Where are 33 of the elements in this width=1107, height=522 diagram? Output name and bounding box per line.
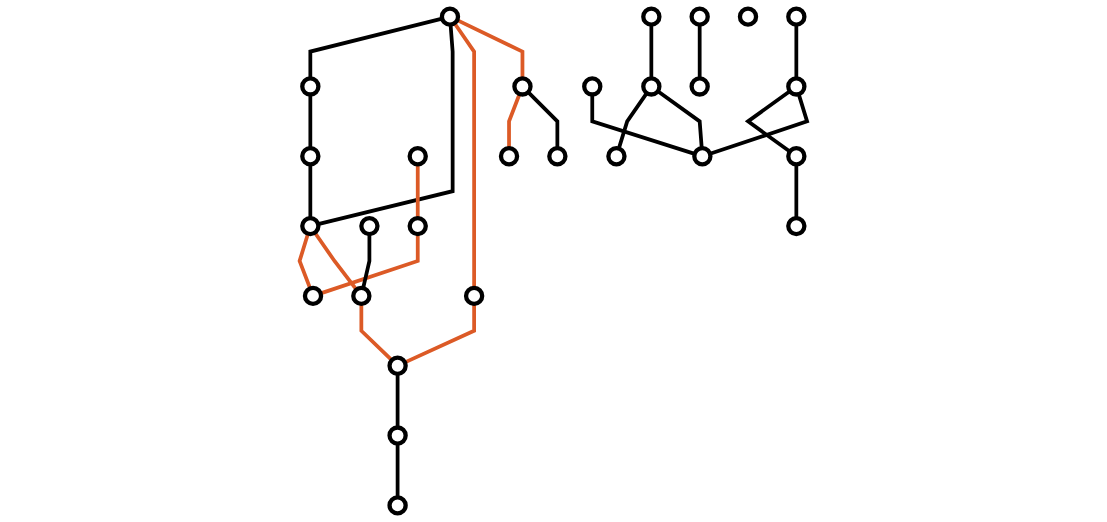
node-circle [786, 6, 807, 27]
node-circle [547, 146, 568, 167]
node-circle [606, 146, 627, 167]
node-circle [786, 146, 807, 167]
node-circle [786, 215, 807, 237]
node-circle [689, 76, 711, 97]
node-circle [387, 425, 408, 446]
node-circle [582, 76, 603, 97]
connector [361, 234, 372, 289]
node-circle [512, 76, 533, 97]
node-circle [300, 215, 321, 237]
node-circle [786, 76, 807, 97]
node-circle [387, 495, 408, 516]
connector [320, 234, 420, 296]
node-circle [387, 355, 408, 376]
connector [453, 22, 477, 288]
node-circle [439, 6, 461, 27]
node-circle [464, 285, 485, 307]
node-circle [499, 146, 520, 167]
connector [590, 94, 696, 156]
node-circle [641, 76, 662, 97]
node-circle [692, 146, 713, 167]
node-circle [302, 285, 324, 307]
node-circle [641, 6, 662, 27]
node-circle [689, 6, 711, 27]
connector [313, 231, 359, 291]
node-circle [300, 76, 321, 97]
node-circle [300, 146, 321, 167]
node-circle [407, 146, 429, 167]
node-circle [737, 6, 759, 27]
node-circle [359, 215, 380, 237]
node-circle [407, 215, 429, 237]
node-circle [351, 285, 372, 307]
